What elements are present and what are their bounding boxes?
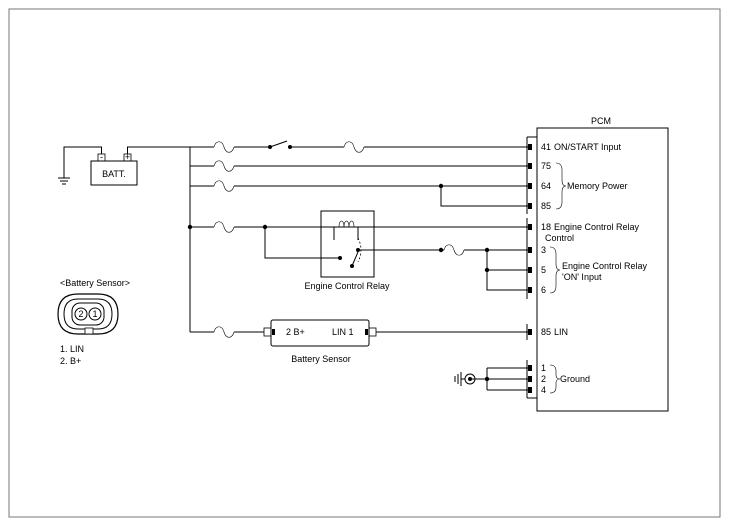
chassis-ground-icon [454,372,465,386]
pcm-pin-marker [528,365,532,371]
battery-sensor-pin-b: 2 B+ [286,327,305,337]
pcm-pin-number: 3 [541,245,546,255]
connector-pin-1: 1 [92,309,97,319]
pcm-pin-number: 1 [541,363,546,373]
connector-title: <Battery Sensor> [60,278,130,288]
wire-memory-64-85 [190,180,530,207]
pcm-pin-marker [528,224,532,230]
battery-sensor: 2 B+ LIN 1 Battery Sensor [263,319,377,364]
relay-label: Engine Control Relay [304,281,390,291]
ground-label: Ground [560,374,590,384]
pcm-pin-marker [528,163,532,169]
pcm-pin-number: 4 [541,385,546,395]
connector-pin-2: 2 [78,309,83,319]
pcm-pin-number: 85 [541,327,551,337]
pcm-pin-marker [528,144,532,150]
pcm-pin-marker [528,287,532,293]
pcm-pin-number: 85 [541,201,551,211]
pcm-pin-label: Engine Control Relay [554,222,640,232]
battery-label: BATT. [102,169,126,179]
wire-memory-75 [190,160,530,172]
pcm-pin-label: ON/START Input [554,142,622,152]
pcm-pin-number: 6 [541,285,546,295]
wire-battery-sensor [190,326,530,338]
pcm-title: PCM [591,116,611,126]
pcm-pin-label-line2: Control [545,233,574,243]
pcm-pin-number: 64 [541,181,551,191]
pcm-pin-marker [528,183,532,189]
pcm-pin-label: LIN [554,327,568,337]
battery-sensor-pin-lin: LIN 1 [332,327,354,337]
wire-on-start [190,140,530,153]
connector-legend-1: 1. LIN [60,344,84,354]
pcm-pin-marker [528,247,532,253]
pcm-pin-marker [528,387,532,393]
pcm-pin-number: 41 [541,142,551,152]
pcm-pin-number: 5 [541,265,546,275]
engine-control-relay: Engine Control Relay [304,210,390,291]
pcm-pin-marker [528,203,532,209]
pcm-pin-marker [528,267,532,273]
pcm-pin-marker [528,376,532,382]
wire-relay-on-input [374,244,530,291]
wire-ground [464,367,530,391]
pcm-pin-number: 75 [541,161,551,171]
pcm-pin-marker [528,329,532,335]
wire-relay-control [187,221,530,259]
connector-view: <Battery Sensor> 2 1 1. LIN 2. B+ [57,278,130,366]
pcm-pin-number: 2 [541,374,546,384]
battery-neg-terminal: - [100,152,103,162]
connector-legend-2: 2. B+ [60,356,81,366]
diagram-frame [8,8,721,518]
relay-on-input-label-1: Engine Control Relay [562,261,648,271]
battery: BATT. - + [90,152,138,186]
pcm-pin-number: 18 [541,222,551,232]
battery-pos-terminal: + [125,152,130,162]
battery-sensor-label: Battery Sensor [291,354,351,364]
ground-icon [58,177,70,185]
relay-on-input-label-2: 'ON' Input [562,272,602,282]
memory-power-label: Memory Power [567,181,628,191]
